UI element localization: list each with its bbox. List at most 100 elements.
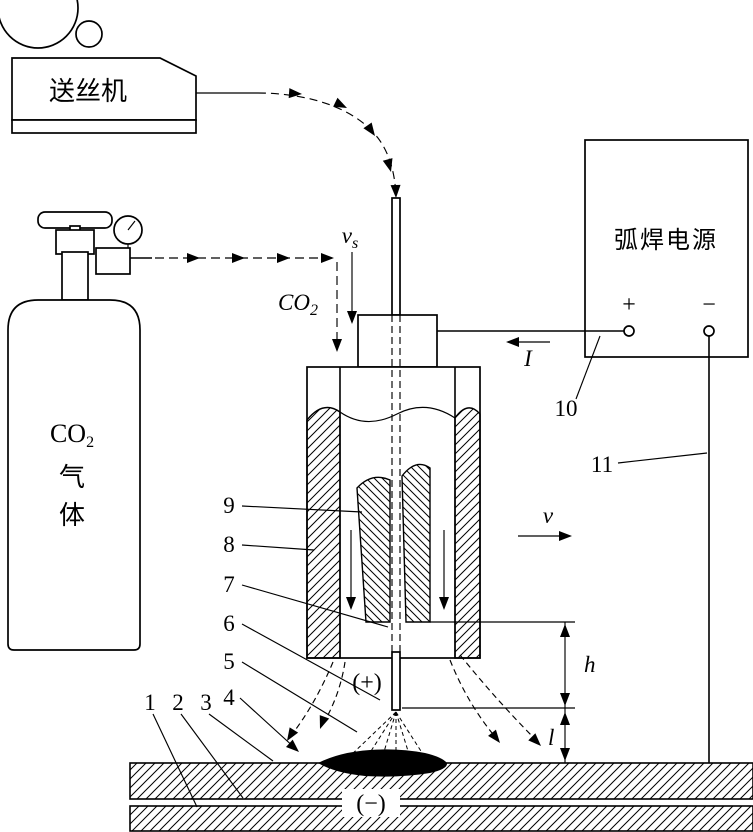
part-number-11: 11	[591, 452, 613, 477]
wire-spool	[0, 0, 79, 49]
part-number-7: 7	[223, 572, 235, 597]
part-number-2: 2	[172, 690, 184, 715]
part-number-4: 4	[223, 685, 235, 710]
gas-exit-arrowhead	[488, 729, 504, 747]
contact-tube-holder	[357, 314, 438, 368]
leader-1	[152, 713, 198, 808]
gas-exit-arrowhead	[315, 715, 330, 731]
gas-flow-arrowhead	[277, 253, 290, 263]
leader-2	[180, 713, 244, 799]
nozzle-wall-left	[306, 406, 341, 659]
cylinder-label-2: 气	[59, 463, 85, 492]
dim-arrowhead	[560, 624, 570, 637]
gas-flow-arrowhead	[332, 339, 342, 352]
arc-fan	[347, 711, 427, 766]
gas-cylinder: CO2 气 体	[7, 211, 152, 651]
break-line	[339, 406, 456, 423]
part-number-3: 3	[200, 690, 212, 715]
dim-arrowhead	[560, 693, 570, 706]
feed-curve	[257, 92, 397, 197]
arc-line	[363, 711, 397, 763]
power-source-label: 弧焊电源	[614, 227, 718, 254]
electrode-wire-upper	[391, 197, 401, 316]
cylinder-gas-label: CO2	[50, 419, 94, 451]
gas-flow-arrowhead	[232, 253, 245, 263]
dim-arrowhead	[560, 712, 570, 725]
gas-exit-curve	[449, 659, 498, 740]
feeder-base	[11, 119, 197, 134]
cylinder-label-3: 体	[59, 501, 85, 530]
gauge-needle	[127, 220, 136, 231]
welding-torch: (+)	[306, 197, 481, 711]
callout-leaders	[152, 335, 708, 808]
welding-cables: I	[437, 330, 710, 763]
electrode-polarity-label: (+)	[352, 670, 382, 696]
leader-7	[241, 584, 389, 628]
feed-arrowhead	[333, 97, 350, 113]
gas-exit-curve	[322, 661, 346, 725]
minus-sign: −	[702, 292, 716, 318]
wire-speed: vs	[342, 223, 358, 324]
wire-feed-path	[196, 88, 401, 199]
plus-terminal	[623, 325, 635, 337]
current-label: I	[523, 346, 533, 371]
gas-flow-arrowhead	[187, 253, 200, 263]
work-polarity-label: (−)	[356, 791, 386, 817]
part-number-8: 8	[223, 532, 235, 557]
polarity-label-patch	[342, 789, 400, 817]
nozzle-wall-right	[454, 407, 481, 659]
contact-tip-left	[356, 476, 391, 623]
regulator-body	[95, 247, 131, 275]
arc-line	[379, 711, 397, 766]
gas-exit-curve	[289, 661, 334, 738]
feed-arrowhead	[382, 158, 396, 174]
gas-flow-path: CO2	[155, 253, 342, 352]
leader-5	[241, 661, 358, 733]
gas-label: CO2	[278, 290, 318, 319]
leader-9	[241, 505, 363, 513]
weld-zone	[318, 711, 448, 777]
minus-terminal	[703, 325, 715, 337]
feed-arrowhead	[390, 184, 401, 199]
contact-tip-right	[401, 463, 431, 623]
leader-10	[575, 335, 601, 400]
part-number-1: 1	[144, 690, 156, 715]
feed-roller	[75, 20, 103, 48]
travel-speed-label: v	[543, 503, 554, 528]
arc-line	[395, 711, 413, 765]
electrode-stickout	[391, 651, 401, 711]
dimensions: v h l	[402, 503, 596, 763]
part-number-10: 10	[555, 396, 578, 421]
wire-speed-arrowhead	[347, 311, 357, 324]
leader-3	[208, 713, 274, 762]
part-number-9: 9	[223, 493, 235, 518]
cylinder-body	[7, 299, 141, 651]
wire-speed-label: vs	[342, 223, 358, 252]
backing-plate	[129, 805, 753, 832]
dim-h-label: h	[584, 652, 596, 677]
plus-sign: +	[622, 292, 636, 318]
valve-body	[55, 229, 95, 255]
gas-flow-arrowhead	[321, 253, 334, 263]
dim-l-label: l	[548, 725, 554, 750]
feeder-housing	[11, 57, 197, 121]
gas-exit-curve	[459, 654, 539, 743]
power-source-box	[584, 139, 749, 358]
valve-neck	[61, 251, 89, 301]
travel-arrowhead	[559, 531, 572, 541]
dim-arrowhead	[560, 748, 570, 761]
wire-feeder: 送丝机	[0, 0, 197, 134]
part-number-5: 5	[223, 649, 235, 674]
leader-8	[241, 544, 315, 551]
gas-exit-arrowhead	[282, 727, 299, 744]
leader-6	[241, 623, 381, 701]
power-source: 弧焊电源 + −	[584, 139, 749, 358]
part-number-6: 6	[223, 611, 235, 636]
wire-feeder-label: 送丝机	[49, 77, 127, 106]
arc-line	[395, 711, 427, 760]
leader-4	[239, 697, 297, 750]
workpiece: (−)	[129, 762, 753, 832]
gas-exit-flow	[282, 654, 545, 750]
leader-11	[617, 452, 708, 464]
